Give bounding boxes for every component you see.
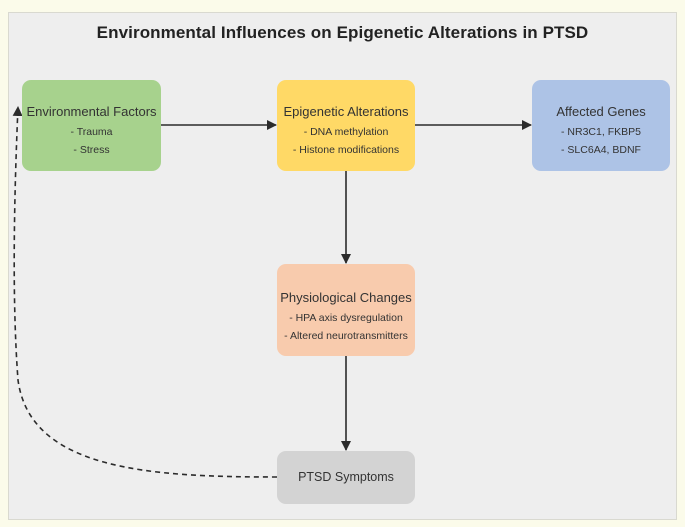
- node-environmental-factors-item: - Trauma: [70, 126, 113, 138]
- node-epigenetic-alterations-item: - Histone modifications: [292, 144, 400, 156]
- diagram-title: Environmental Influences on Epigenetic A…: [96, 23, 589, 42]
- node-epigenetic-alterations-label: Epigenetic Alterations: [283, 104, 409, 119]
- node-epigenetic-alterations-item: - DNA methylation: [303, 126, 389, 138]
- node-affected-genes-label: Affected Genes: [556, 104, 646, 119]
- node-ptsd-symptoms: PTSD Symptoms: [277, 451, 415, 504]
- node-environmental-factors: Environmental Factors - Trauma - Stress: [22, 80, 161, 171]
- node-physiological-changes-item: - Altered neurotransmitters: [284, 330, 408, 342]
- node-physiological-changes-item: - HPA axis dysregulation: [289, 312, 403, 324]
- node-environmental-factors-label: Environmental Factors: [26, 104, 157, 119]
- node-ptsd-symptoms-label: PTSD Symptoms: [298, 470, 394, 484]
- edge-ptsd-to-environmental-feedback: [12, 106, 278, 478]
- node-environmental-factors-item: - Stress: [73, 144, 110, 156]
- node-physiological-changes: Physiological Changes - HPA axis dysregu…: [277, 264, 415, 356]
- node-affected-genes: Affected Genes - NR3C1, FKBP5 - SLC6A4, …: [532, 80, 670, 171]
- node-epigenetic-alterations: Epigenetic Alterations - DNA methylation…: [277, 80, 415, 171]
- node-physiological-changes-label: Physiological Changes: [280, 290, 412, 305]
- node-affected-genes-item: - SLC6A4, BDNF: [561, 144, 641, 156]
- node-affected-genes-item: - NR3C1, FKBP5: [561, 126, 641, 138]
